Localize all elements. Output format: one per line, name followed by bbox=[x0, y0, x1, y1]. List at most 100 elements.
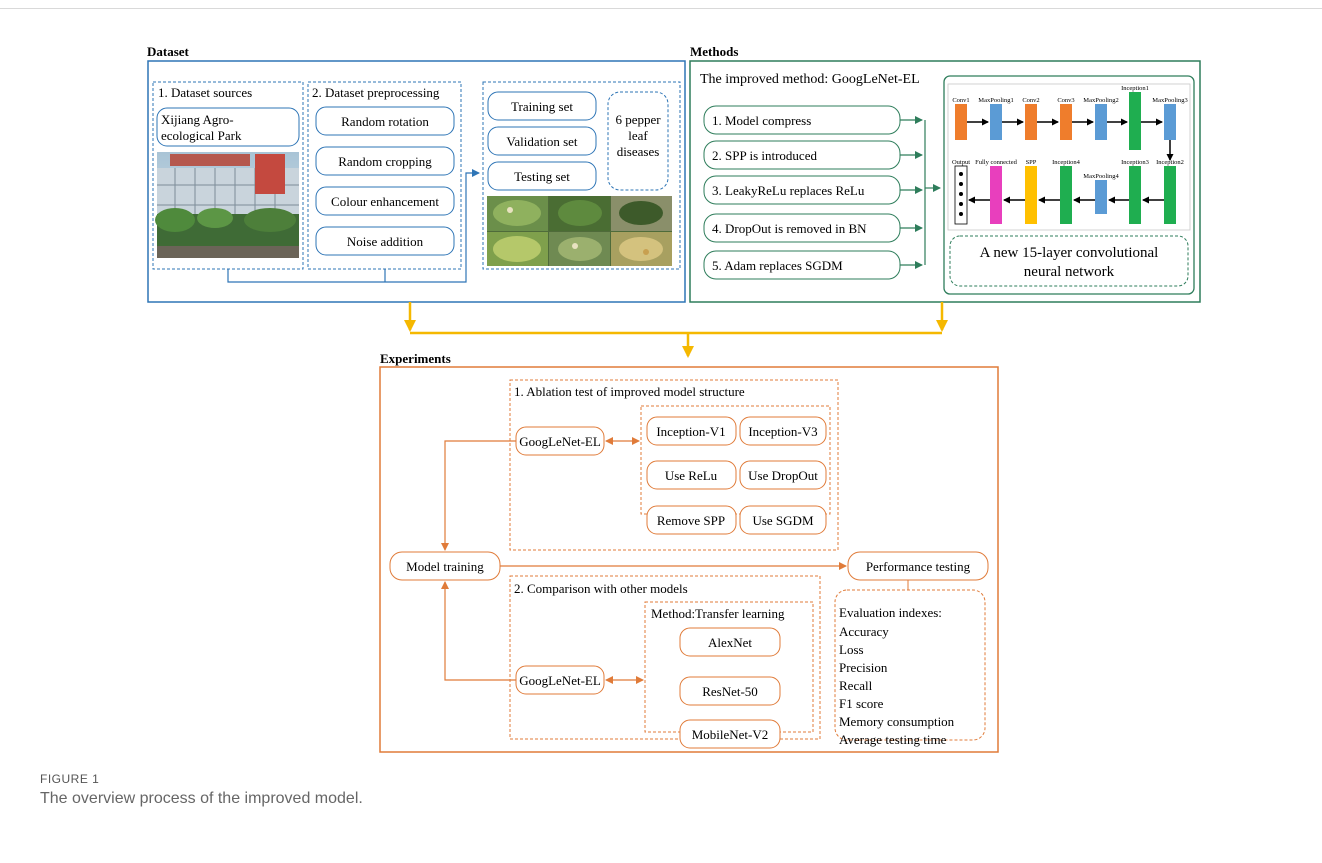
ablation-variant-box bbox=[739, 505, 827, 535]
evaluation-item: Memory consumption bbox=[839, 714, 955, 729]
preprocess-step-label: Colour enhancement bbox=[331, 194, 439, 209]
layer-maxpool1 bbox=[990, 104, 1002, 140]
preprocess-step-label: Random cropping bbox=[338, 154, 432, 169]
overview-diagram: Dataset 1. Dataset sources Xijiang Agro-… bbox=[147, 44, 1201, 753]
method-step-label: 1. Model compress bbox=[712, 113, 811, 128]
ablation-variant-box bbox=[646, 505, 737, 535]
ablation-variant-label: Use SGDM bbox=[752, 513, 813, 528]
evaluation-box bbox=[834, 589, 986, 741]
preprocess-step-box bbox=[315, 146, 455, 176]
dataset-source-place-box bbox=[156, 107, 300, 147]
layer-label-output: Output bbox=[952, 159, 970, 166]
methods-panel bbox=[689, 60, 1201, 303]
comparison-to-training-arrow bbox=[441, 581, 516, 681]
layer-inception2 bbox=[1164, 166, 1176, 224]
layer-inception4 bbox=[1060, 166, 1072, 224]
dataset-splits-box bbox=[482, 81, 681, 270]
figure-caption: The overview process of the improved mod… bbox=[40, 790, 363, 807]
split-box bbox=[487, 126, 597, 156]
evaluation-item: F1 score bbox=[839, 696, 884, 711]
layer-label-conv2: Conv2 bbox=[1022, 97, 1039, 104]
methods-section-title: Methods bbox=[690, 44, 738, 59]
preprocess-step-label: Noise addition bbox=[347, 234, 424, 249]
ablation-variant-label: Use DropOut bbox=[748, 468, 818, 483]
layer-maxpool4 bbox=[1095, 180, 1107, 214]
preprocess-step-box bbox=[315, 106, 455, 136]
evaluation-item: Recall bbox=[839, 678, 873, 693]
dataset-panel bbox=[147, 60, 686, 303]
layer-label-inception3: Inception3 bbox=[1121, 159, 1149, 166]
experiments-panel bbox=[379, 366, 999, 753]
layer-conv3 bbox=[1060, 104, 1072, 140]
top-rule bbox=[0, 8, 1322, 9]
ablation-to-training-arrow bbox=[441, 440, 516, 551]
layer-output bbox=[954, 165, 968, 225]
layer-inception1 bbox=[1129, 92, 1141, 150]
performance-testing-box bbox=[847, 551, 989, 581]
figure-label: FIGURE 1 bbox=[40, 772, 100, 786]
comparison-model-box bbox=[515, 665, 605, 695]
diseases-line1: 6 pepper bbox=[615, 112, 661, 127]
performance-testing-label: Performance testing bbox=[866, 559, 971, 574]
ablation-title: 1. Ablation test of improved model struc… bbox=[514, 384, 745, 399]
ablation-variant-box bbox=[646, 416, 737, 446]
ablation-variant-box bbox=[646, 460, 737, 490]
layer-spp bbox=[1025, 166, 1037, 224]
dataset-sources-title: 1. Dataset sources bbox=[158, 85, 252, 100]
transfer-model-box bbox=[679, 627, 781, 657]
comparison-model-label: GoogLeNet-EL bbox=[519, 673, 601, 688]
method-step-label: 2. SPP is introduced bbox=[712, 148, 817, 163]
experiments-section-title: Experiments bbox=[380, 351, 451, 366]
layer-maxpool3 bbox=[1164, 104, 1176, 140]
transfer-model-label: ResNet-50 bbox=[702, 684, 758, 699]
ablation-variant-label: Remove SPP bbox=[657, 513, 725, 528]
layer-label-conv3: Conv3 bbox=[1057, 97, 1074, 104]
network-summary-box bbox=[949, 235, 1189, 287]
layer-conv1 bbox=[955, 104, 967, 140]
comparison-box bbox=[509, 575, 821, 740]
ablation-box bbox=[509, 379, 839, 551]
transfer-model-label: AlexNet bbox=[708, 635, 752, 650]
layer-label-inception1: Inception1 bbox=[1121, 85, 1149, 92]
split-box bbox=[487, 91, 597, 121]
methods-title: The improved method: GoogLeNet-EL bbox=[700, 72, 920, 87]
preprocess-step-box bbox=[315, 226, 455, 256]
ablation-variant-label: Inception-V1 bbox=[656, 424, 725, 439]
layer-flow-arrows-row1 bbox=[967, 118, 1174, 161]
greenhouse-photo bbox=[155, 152, 299, 258]
comparison-title: 2. Comparison with other models bbox=[514, 581, 688, 596]
layer-label-maxpool4: MaxPooling4 bbox=[1083, 173, 1119, 180]
model-training-label: Model training bbox=[406, 559, 484, 574]
diseases-line3: diseases bbox=[617, 144, 660, 159]
preprocess-step-label: Random rotation bbox=[341, 114, 429, 129]
layer-fully-connected bbox=[990, 166, 1002, 224]
transfer-model-label: MobileNet-V2 bbox=[692, 727, 769, 742]
ablation-variant-box bbox=[739, 460, 827, 490]
transfer-learning-title: Method:Transfer learning bbox=[651, 606, 785, 621]
evaluation-item: Average testing time bbox=[839, 732, 947, 747]
transfer-learning-box bbox=[644, 601, 814, 733]
layer-label-fully-connected: Fully connected bbox=[975, 159, 1017, 166]
layer-label-maxpool3: MaxPooling3 bbox=[1152, 97, 1187, 104]
ablation-variant-label: Inception-V3 bbox=[748, 424, 817, 439]
layer-label-maxpool2: MaxPooling2 bbox=[1083, 97, 1118, 104]
split-label: Testing set bbox=[514, 169, 570, 184]
method-step-label: 3. LeakyReLu replaces ReLu bbox=[712, 183, 865, 198]
layer-inception3 bbox=[1129, 166, 1141, 224]
network-summary-line1: A new 15-layer convolutional bbox=[980, 245, 1159, 261]
method-step-label: 4. DropOut is removed in BN bbox=[712, 221, 867, 236]
ablation-variant-label: Use ReLu bbox=[665, 468, 718, 483]
evaluation-item: Accuracy bbox=[839, 624, 889, 639]
transfer-model-box bbox=[679, 676, 781, 706]
dataset-methods-to-experiments-arrows bbox=[404, 302, 948, 358]
dataset-source-place-line1: Xijiang Agro- bbox=[161, 112, 234, 127]
layer-label-spp: SPP bbox=[1026, 159, 1037, 166]
transfer-model-box bbox=[679, 719, 781, 749]
split-label: Validation set bbox=[506, 134, 578, 149]
preprocess-step-box bbox=[315, 186, 455, 216]
methods-connectors bbox=[900, 116, 941, 269]
diseases-box bbox=[607, 91, 669, 191]
leaf-samples-photo bbox=[487, 196, 672, 266]
evaluation-title: Evaluation indexes: bbox=[839, 605, 942, 620]
layer-label-maxpool1: MaxPooling1 bbox=[978, 97, 1013, 104]
